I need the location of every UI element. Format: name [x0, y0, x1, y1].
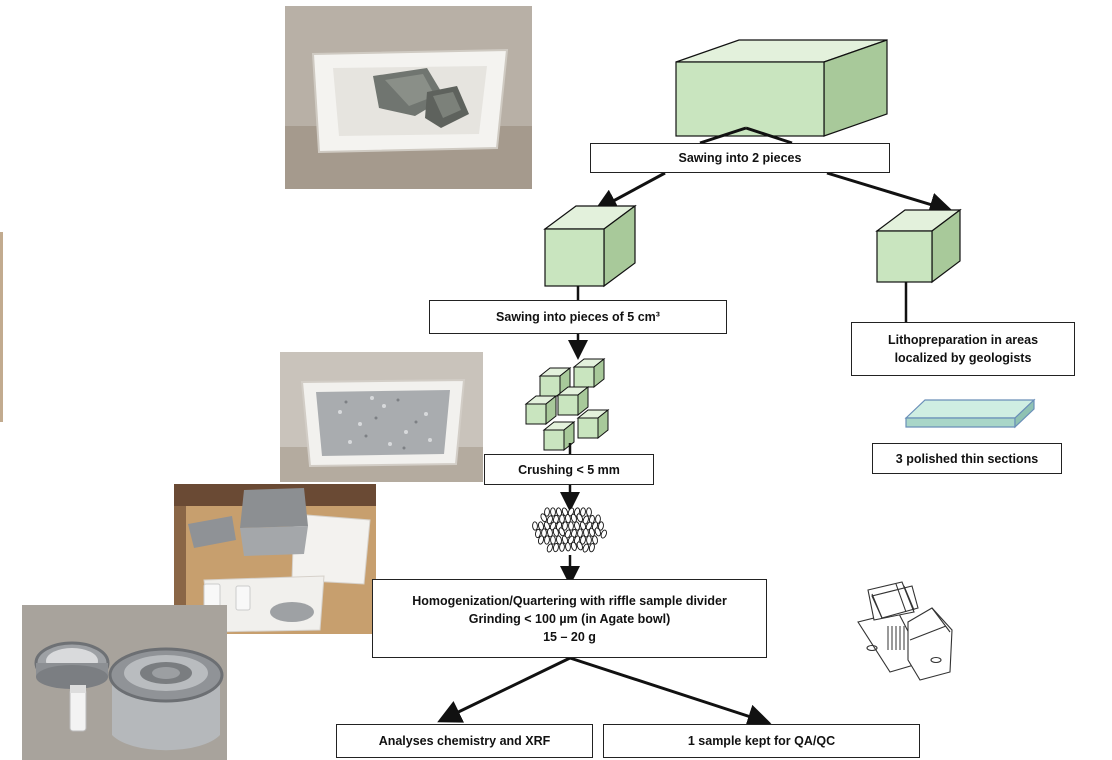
step-crushing: Crushing < 5 mm	[484, 454, 654, 485]
photo-tray-rock	[285, 6, 532, 189]
photo-tray-crushed	[280, 352, 483, 482]
step-thin-sections: 3 polished thin sections	[872, 443, 1062, 474]
crushed-grains-icon	[532, 507, 607, 553]
step-label: Crushing < 5 mm	[518, 462, 620, 477]
connector-line	[745, 126, 793, 145]
riffle-divider-icon	[857, 581, 953, 681]
cube-right	[875, 208, 962, 284]
step-qaqc: 1 sample kept for QA/QC	[603, 724, 920, 758]
step-label: 1 sample kept for QA/QC	[687, 734, 836, 748]
arrow-to-analyses	[437, 656, 571, 723]
connector-line	[699, 126, 747, 145]
step-sawing-two-pieces: Sawing into 2 pieces	[590, 143, 890, 173]
step-label: 3 polished thin sections	[895, 451, 1039, 466]
step-label: Sawing into 2 pieces	[678, 151, 802, 165]
step-label-line3: 15 – 20 g	[543, 629, 596, 644]
step-homogenization: Homogenization/Quartering with riffle sa…	[372, 579, 767, 658]
arrow-to-right-cube	[826, 171, 954, 216]
photo-riffle-divider	[174, 484, 376, 634]
cube-top-block	[675, 39, 888, 137]
cube-left	[543, 204, 637, 288]
step-label: Analyses chemistry and XRF	[378, 734, 551, 748]
step-label-line1: Lithopreparation in areas	[887, 333, 1039, 347]
arrow-to-left-cube	[593, 171, 666, 212]
small-cubes-cluster	[524, 357, 610, 452]
step-label-line2: localized by geologists	[894, 351, 1032, 365]
step-sawing-five-cm3: Sawing into pieces of 5 cm³	[429, 300, 727, 334]
step-label-line1: Homogenization/Quartering with riffle sa…	[412, 593, 727, 608]
photo-edge-left	[0, 232, 3, 422]
step-label: Sawing into pieces of 5 cm³	[496, 310, 660, 324]
thin-section-slab	[904, 398, 1036, 429]
step-lithopreparation: Lithopreparation in areas localized by g…	[851, 322, 1075, 376]
arrow-to-qaqc	[569, 656, 772, 728]
photo-agate-bowl	[22, 605, 227, 760]
step-analyses: Analyses chemistry and XRF	[336, 724, 593, 758]
step-label-line2: Grinding < 100 µm (in Agate bowl)	[468, 611, 671, 626]
